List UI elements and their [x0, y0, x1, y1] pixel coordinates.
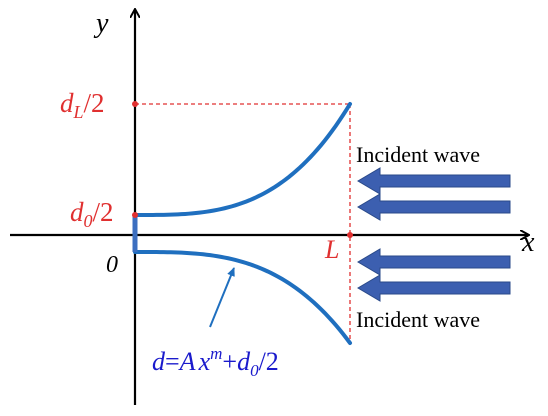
wave-arrow-2: [357, 193, 511, 221]
wave-arrow-3: [357, 248, 511, 276]
L-point: [347, 232, 353, 238]
lower-profile-curve: [133, 250, 352, 345]
incident-wave-arrows: [357, 167, 511, 302]
upper-profile-curve: [133, 102, 352, 217]
d0-half-label: d0/2: [70, 197, 114, 231]
L-label: L: [324, 235, 339, 264]
x-axis-label: x: [521, 227, 535, 258]
incident-wave-label-upper: Incident wave: [356, 142, 480, 167]
incident-wave-label-lower: Incident wave: [356, 307, 480, 332]
wave-arrow-1: [357, 167, 511, 195]
y-axis-label: y: [93, 8, 109, 39]
d0-half-point: [132, 212, 138, 218]
origin-label: 0: [106, 252, 118, 278]
wave-arrow-4: [357, 274, 511, 302]
dL-half-point: [132, 101, 138, 107]
dL-half-label: dL/2: [60, 88, 105, 122]
formula-pointer: [209, 267, 235, 328]
